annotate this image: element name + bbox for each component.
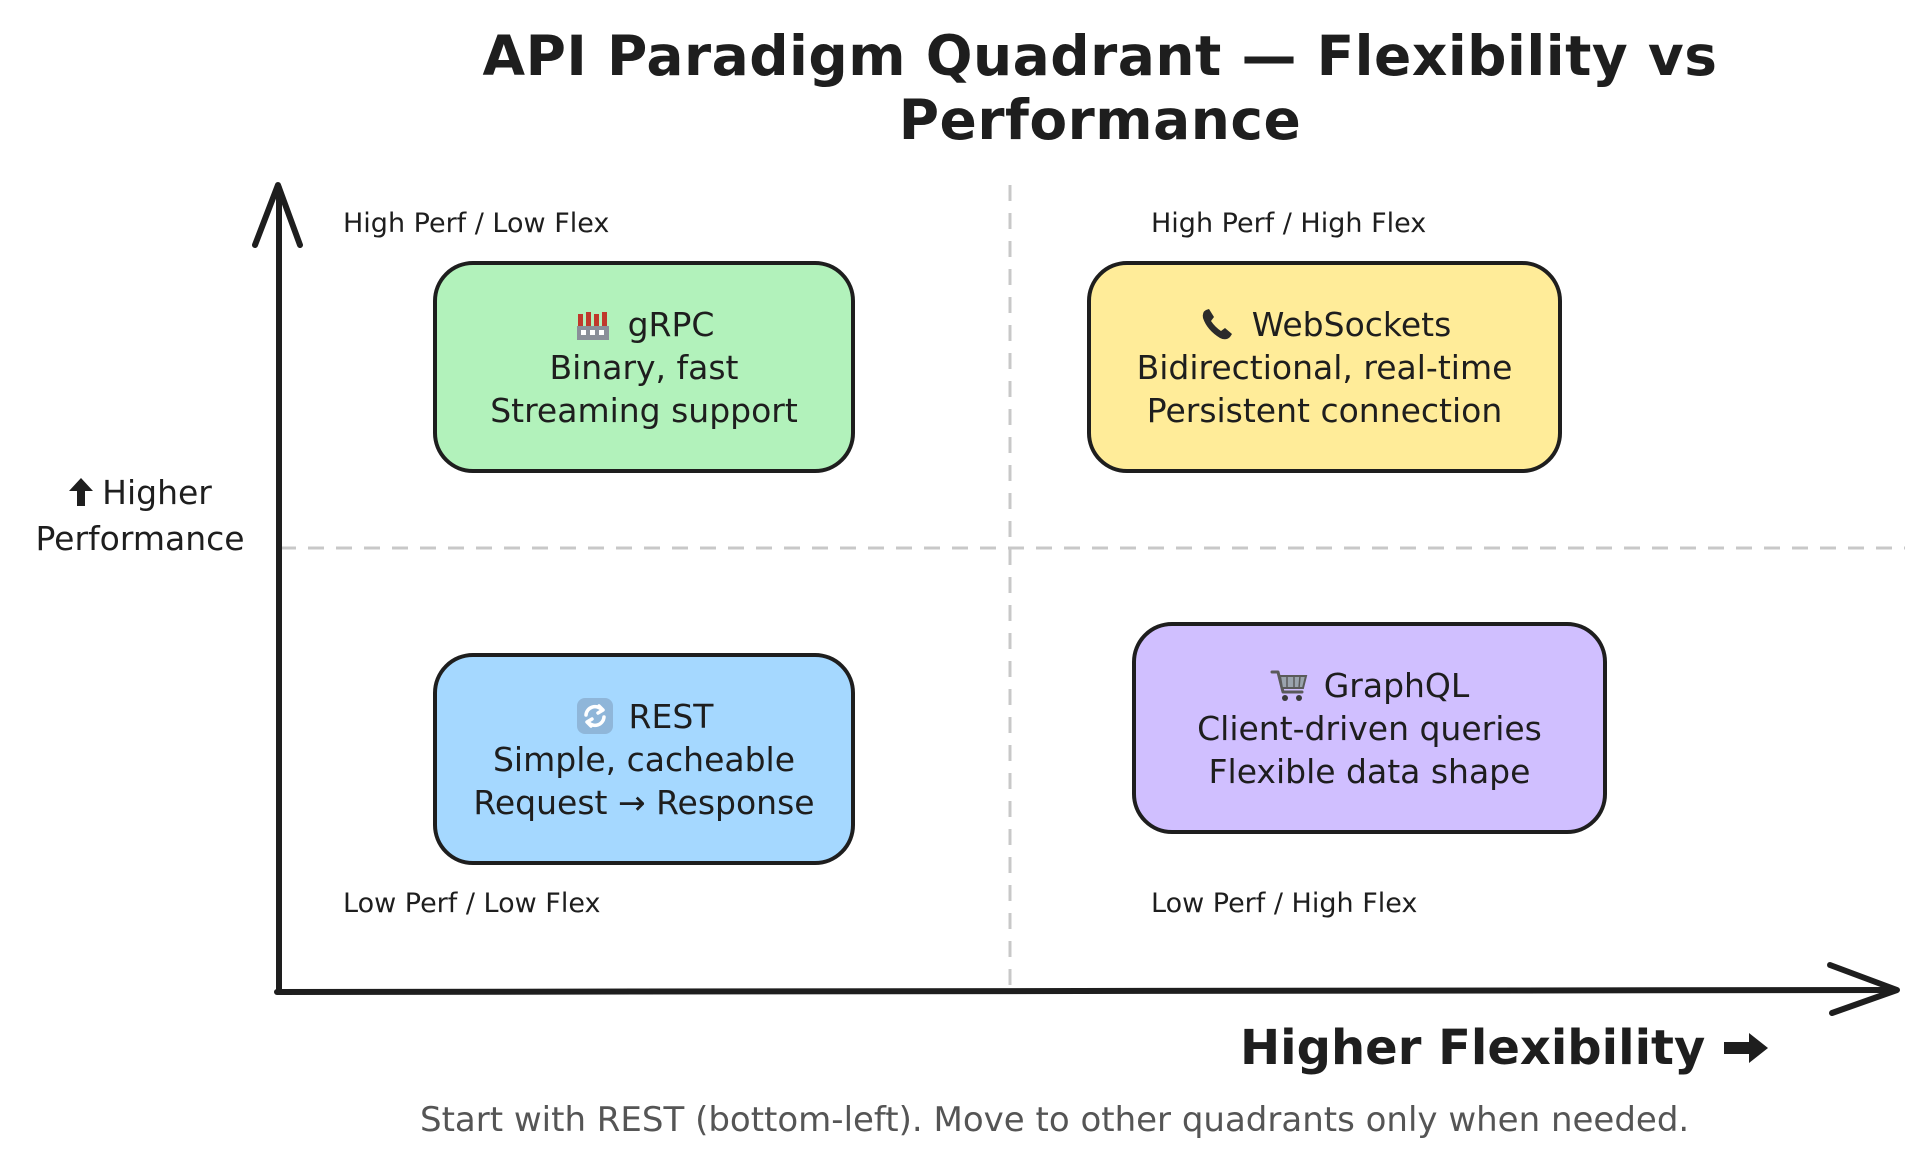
quadrant-label-bottom-right: Low Perf / High Flex xyxy=(1151,888,1418,919)
footnote: Start with REST (bottom-left). Move to o… xyxy=(420,1100,1690,1140)
rest-line2: Request → Response xyxy=(473,782,815,822)
arrow-right-icon xyxy=(1724,1033,1769,1063)
y-axis-arrowhead xyxy=(252,182,303,248)
grpc-box: gRPC Binary, fast Streaming support xyxy=(433,261,855,473)
x-axis-arrowhead xyxy=(1827,962,1900,1016)
grpc-line1: Binary, fast xyxy=(549,347,739,387)
graphql-name: GraphQL xyxy=(1323,665,1470,705)
x-axis-label-text: Higher Flexibility xyxy=(1240,1020,1706,1076)
grpc-name: gRPC xyxy=(627,304,715,344)
rest-name: REST xyxy=(628,696,714,736)
rest-line1: Simple, cacheable xyxy=(492,739,796,779)
factory-icon xyxy=(576,312,609,340)
quadrant-label-bottom-left: Low Perf / Low Flex xyxy=(343,888,601,919)
telephone-icon xyxy=(1202,309,1232,340)
websockets-box: WebSockets Bidirectional, real-time Pers… xyxy=(1087,261,1562,473)
graphql-line2: Flexible data shape xyxy=(1208,751,1531,791)
y-axis-label-line1: Higher xyxy=(102,473,212,512)
arrow-up-icon xyxy=(69,478,94,506)
graphql-line1: Client-driven queries xyxy=(1197,708,1542,748)
quadrant-label-top-left: High Perf / Low Flex xyxy=(343,208,610,239)
shopping-cart-icon xyxy=(1270,670,1307,701)
y-axis-label-line2: Performance xyxy=(35,519,245,558)
diagram-title: API Paradigm Quadrant — Flexibility vs P… xyxy=(482,24,1718,152)
x-axis xyxy=(274,987,1898,995)
websockets-line1: Bidirectional, real-time xyxy=(1136,347,1513,387)
websockets-line2: Persistent connection xyxy=(1146,390,1503,430)
graphql-box: GraphQL Client-driven queries Flexible d… xyxy=(1132,622,1607,834)
rest-box: REST Simple, cacheable Request → Respons… xyxy=(433,653,855,865)
x-axis-label: Higher Flexibility xyxy=(1240,1020,1769,1076)
y-axis-label: Higher Performance xyxy=(20,470,260,562)
grpc-line2: Streaming support xyxy=(490,390,798,430)
refresh-icon xyxy=(576,698,613,734)
quadrant-label-top-right: High Perf / High Flex xyxy=(1151,208,1427,239)
websockets-name: WebSockets xyxy=(1251,304,1452,344)
